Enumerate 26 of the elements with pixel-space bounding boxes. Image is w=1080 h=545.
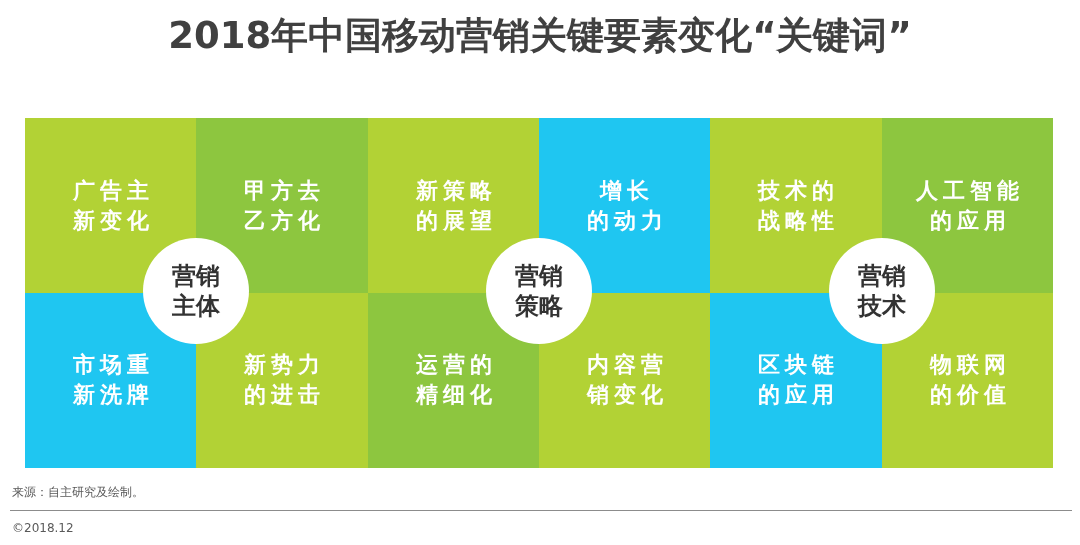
keyword-tile [196,292,369,468]
keyword-tile [196,118,369,293]
keyword-text: 内容营销变化 [585,351,668,409]
keyword-tile [881,292,1054,468]
keyword-tile [539,292,711,468]
keyword-text: 增长的动力 [585,176,668,235]
keyword-tile [881,118,1054,293]
keyword-text: 物联网的价值 [928,351,1011,409]
category-label: 营销策略 [515,260,563,321]
keyword-text: 市场重新洗牌 [71,351,154,409]
category-label: 营销技术 [857,260,906,321]
keyword-text: 技术的战略性 [756,176,840,235]
keyword-text: 人工智能的应用 [915,176,1025,235]
keyword-tile [25,292,197,468]
copyright-text: ©2018.12 [12,520,74,536]
keyword-text: 广告主新变化 [71,176,154,235]
source-note: 来源：自主研究及绘制。 [12,484,144,500]
title: 2018年中国移动营销关键要素变化“关键词” [167,13,913,59]
keyword-tile [539,118,711,293]
keyword-tile [367,292,540,468]
keyword-text: 运营的精细化 [414,351,497,409]
keyword-text: 区块链的应用 [757,351,840,409]
keyword-text: 新势力的进击 [243,351,326,409]
keyword-text: 新策略的展望 [414,176,497,235]
keyword-text: 甲方去乙方化 [243,176,326,235]
category-label: 营销主体 [172,260,221,321]
